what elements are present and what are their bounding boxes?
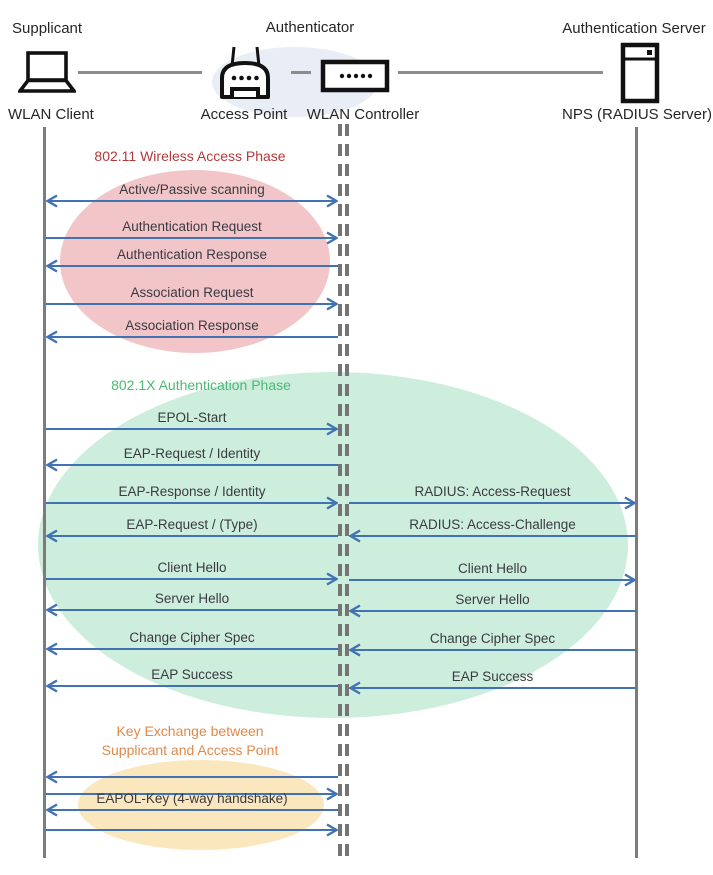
- role-label-authenticator: Authenticator: [265, 19, 355, 36]
- device-label-access-point: Access Point: [200, 106, 288, 123]
- message-label: Association Response: [125, 318, 259, 333]
- lifeline-auth-server: [635, 127, 638, 858]
- message-arrow: [46, 823, 338, 837]
- phase3-title-line2: Supplicant and Access Point: [101, 742, 279, 758]
- phase2-title: 802.1X Authentication Phase: [111, 377, 291, 393]
- message-arrow: [46, 231, 338, 245]
- message-arrow: [46, 603, 338, 617]
- connector-client-ap: [78, 71, 202, 74]
- connector-ap-controller: [291, 71, 311, 74]
- message-label: EAP-Request / (Type): [126, 517, 258, 532]
- lifeline-wlan-client: [43, 127, 46, 858]
- lifeline-authenticator-dashed-2: [345, 124, 349, 858]
- message-label: RADIUS: Access-Challenge: [409, 517, 576, 532]
- message-arrow: [349, 529, 636, 543]
- message-label: Client Hello: [457, 561, 528, 576]
- message-arrow: [46, 194, 338, 208]
- message-label: EAP-Request / Identity: [123, 446, 261, 461]
- message-arrow: [46, 770, 338, 784]
- message-arrow: [46, 679, 338, 693]
- message-label: Change Cipher Spec: [129, 630, 255, 645]
- message-label: Authentication Request: [122, 219, 262, 234]
- message-arrow: [349, 681, 636, 695]
- message-arrow: [46, 458, 338, 472]
- role-label-authentication-server: Authentication Server: [562, 20, 706, 37]
- message-arrow: [46, 529, 338, 543]
- lifeline-authenticator-dashed-1: [338, 124, 342, 858]
- message-arrow: [349, 643, 636, 657]
- message-arrow: [46, 297, 338, 311]
- message-arrow: [46, 803, 338, 817]
- message-arrow: [46, 422, 338, 436]
- phase1-title: 802.11 Wireless Access Phase: [94, 148, 286, 164]
- message-label: Client Hello: [157, 560, 227, 575]
- laptop-icon: [18, 51, 76, 93]
- message-arrow: [349, 496, 636, 510]
- wlan-controller-icon: [320, 59, 390, 93]
- message-label: Authentication Response: [116, 247, 268, 262]
- message-label: Active/Passive scanning: [119, 182, 265, 197]
- phase3-title-line1: Key Exchange between: [116, 723, 264, 739]
- message-arrow: [46, 642, 338, 656]
- message-label: EPOL-Start: [157, 410, 227, 425]
- access-point-icon: [220, 46, 270, 99]
- message-label: EAPOL-Key (4-way handshake): [96, 791, 288, 806]
- server-icon: [620, 42, 660, 104]
- message-label: EAP-Response / Identity: [118, 484, 266, 499]
- phase3-ellipse: [78, 760, 324, 850]
- message-label: EAP Success: [151, 667, 233, 682]
- device-label-wlan-controller: WLAN Controller: [306, 106, 420, 123]
- message-label: RADIUS: Access-Request: [414, 484, 571, 499]
- message-label: EAP Success: [451, 669, 534, 684]
- message-label: Server Hello: [154, 591, 230, 606]
- message-arrow: [46, 572, 338, 586]
- device-label-nps: NPS (RADIUS Server): [561, 106, 713, 123]
- device-label-wlan-client: WLAN Client: [8, 106, 94, 123]
- message-arrow: [46, 259, 338, 273]
- message-label: Server Hello: [455, 592, 530, 607]
- message-arrow: [46, 330, 338, 344]
- message-label: Change Cipher Spec: [429, 631, 556, 646]
- message-arrow: [46, 787, 338, 801]
- connector-controller-server: [398, 71, 603, 74]
- message-label: Association Request: [130, 285, 254, 300]
- role-label-supplicant: Supplicant: [12, 20, 83, 37]
- message-arrow: [349, 573, 636, 587]
- message-arrow: [46, 496, 338, 510]
- message-arrow: [349, 604, 636, 618]
